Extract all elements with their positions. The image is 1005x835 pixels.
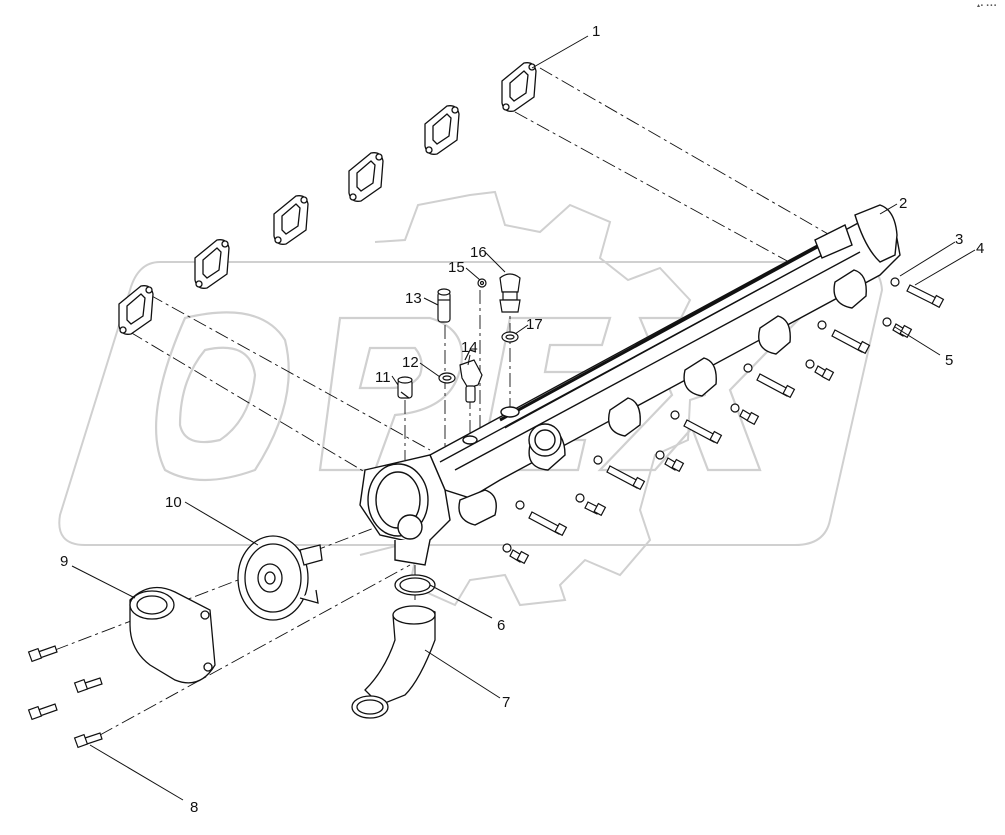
- watermark-gear: [359, 190, 706, 607]
- bolt: [606, 465, 646, 491]
- gasket: [194, 239, 230, 289]
- washer: [890, 277, 900, 287]
- bolt: [584, 501, 607, 517]
- alignment-lines: [54, 67, 836, 736]
- washer: [575, 493, 585, 503]
- bolt-set: [502, 277, 945, 565]
- bolt: [73, 677, 103, 694]
- washer: [743, 363, 753, 373]
- sensor-fittings: [397, 273, 521, 403]
- washer: [655, 450, 665, 460]
- hose-nipple: [499, 273, 521, 313]
- callout-14: 14: [461, 339, 478, 356]
- gasket: [348, 152, 384, 202]
- washer: [593, 455, 603, 465]
- bolt: [528, 511, 568, 537]
- callout-12: 12: [402, 354, 419, 371]
- bolt: [509, 549, 530, 565]
- callout-numbers: 1 2 3 4 5 6 7 8 9 10 11 12 13 14 15 16 1…: [60, 23, 984, 816]
- bolt: [27, 703, 58, 721]
- callout-8: 8: [190, 799, 198, 816]
- gasket: [118, 285, 154, 335]
- bolt: [73, 732, 103, 749]
- bolt: [739, 409, 760, 426]
- bolt: [27, 645, 58, 663]
- bolt: [756, 373, 796, 399]
- callout-4: 4: [976, 240, 984, 257]
- callout-1: 1: [592, 23, 600, 40]
- callout-5: 5: [945, 352, 953, 369]
- gasket: [273, 195, 309, 245]
- callout-16: 16: [470, 244, 487, 261]
- plug: [397, 376, 413, 399]
- callout-13: 13: [405, 290, 422, 307]
- washer: [882, 317, 892, 327]
- callout-3: 3: [955, 231, 963, 248]
- outlet-elbow: [129, 586, 216, 684]
- callout-15: 15: [448, 259, 465, 276]
- callout-10: 10: [165, 494, 182, 511]
- leader-lines: [71, 35, 976, 801]
- hose-and-clamps: [351, 574, 436, 719]
- gasket-set: [118, 62, 537, 335]
- washer: [730, 403, 740, 413]
- watermark-letters: [155, 311, 803, 482]
- bolt: [664, 457, 685, 473]
- bolt: [814, 365, 835, 382]
- bolt: [831, 329, 871, 355]
- temperature-sensor: [459, 349, 483, 403]
- watermark: [58, 190, 884, 607]
- washer: [670, 410, 680, 420]
- corner-mark: ▴∙ ∙∙∙: [977, 2, 997, 9]
- callout-17: 17: [526, 316, 543, 333]
- washer: [805, 359, 815, 369]
- thermostat: [237, 535, 323, 621]
- bolt: [906, 284, 945, 309]
- gasket: [501, 62, 537, 112]
- callout-6: 6: [497, 617, 505, 634]
- callout-11: 11: [375, 369, 391, 386]
- washer: [502, 543, 512, 553]
- housing-bolts: [27, 645, 103, 749]
- bleed-screw: [477, 278, 487, 288]
- washer: [515, 500, 525, 510]
- washer: [817, 320, 827, 330]
- callout-9: 9: [60, 553, 68, 570]
- callout-7: 7: [502, 694, 510, 711]
- bolt: [683, 419, 723, 445]
- gasket: [424, 105, 460, 155]
- water-manifold: [359, 204, 901, 566]
- bolt: [892, 323, 913, 339]
- callout-2: 2: [899, 195, 907, 212]
- stud: [437, 288, 451, 323]
